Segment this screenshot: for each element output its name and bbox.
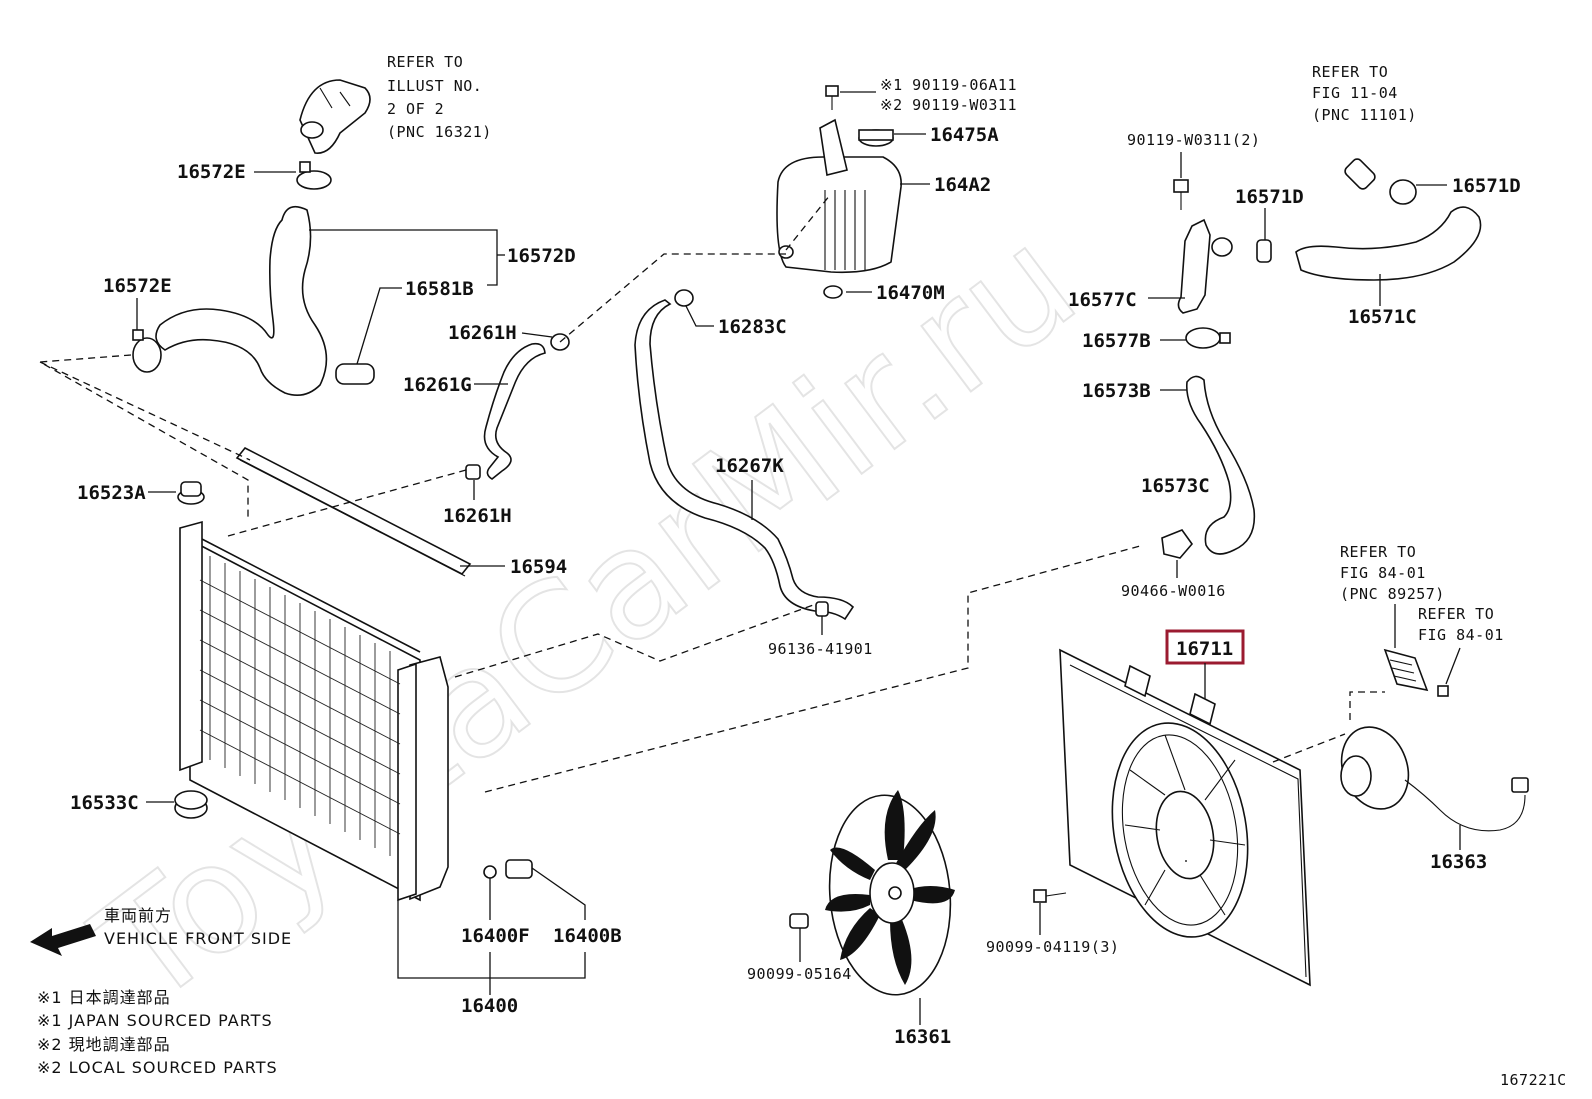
label-96136-41901[interactable]: 96136-41901 <box>768 640 873 658</box>
vehicle-front-arrow <box>30 924 96 956</box>
hose-clamp-top <box>296 161 332 190</box>
bolt-reservoir <box>825 85 839 110</box>
clamp-16261H-bottom <box>465 464 481 480</box>
fan-control-module <box>1383 648 1449 697</box>
label-16577C[interactable]: 16577C <box>1068 289 1137 311</box>
label-16533C[interactable]: 16533C <box>70 792 139 814</box>
drain-plug-illustration <box>483 859 533 879</box>
svg-text:FIG 84-01: FIG 84-01 <box>1340 564 1426 582</box>
svg-text:REFER TO: REFER TO <box>1340 543 1416 561</box>
water-outlet-16577C <box>1177 218 1233 314</box>
label-16573C[interactable]: 16573C <box>1141 475 1210 497</box>
grommet-16470M <box>823 285 843 299</box>
clamp-90466 <box>1161 529 1194 559</box>
label-16581B[interactable]: 16581B <box>405 278 474 300</box>
engine-pipe-stub <box>1344 158 1376 190</box>
svg-text:2 OF 2: 2 OF 2 <box>387 100 444 118</box>
refer-note-fig84-b: REFER TO FIG 84-01 <box>1418 605 1504 644</box>
thermostat-housing-illustration <box>299 79 371 154</box>
front-indicator-en: VEHICLE FRONT SIDE <box>104 929 292 948</box>
reservoir-cap-16475A <box>858 129 894 147</box>
svg-text:REFER TO: REFER TO <box>1312 63 1388 81</box>
front-indicator-jp: 車両前方 <box>104 906 172 925</box>
bolt-90119-W0311 <box>1173 179 1189 210</box>
label-90119-W0311[interactable]: 90119-W0311(2) <box>1127 131 1260 149</box>
radiator-illustration <box>179 446 472 902</box>
label-16400B[interactable]: 16400B <box>553 925 622 947</box>
label-16577B[interactable]: 16577B <box>1082 330 1151 352</box>
svg-text:(PNC 16321): (PNC 16321) <box>387 123 492 141</box>
legend-line-2: ※1 JAPAN SOURCED PARTS <box>37 1011 273 1030</box>
clamp-16283C <box>674 289 694 307</box>
label-16361[interactable]: 16361 <box>894 1026 951 1048</box>
label-16571C[interactable]: 16571C <box>1348 306 1417 328</box>
clamp-16571D-right <box>1389 179 1417 205</box>
svg-text:ILLUST NO.: ILLUST NO. <box>387 77 482 95</box>
clip-96136 <box>815 601 829 617</box>
label-16470M[interactable]: 16470M <box>876 282 945 304</box>
radiator-inlet-hose <box>155 205 328 396</box>
label-16572E-top[interactable]: 16572E <box>177 161 246 183</box>
clamp-16577B <box>1185 327 1231 349</box>
hose-16573B <box>1185 375 1256 555</box>
svg-text:REFER TO: REFER TO <box>1418 605 1494 623</box>
svg-text:REFER TO: REFER TO <box>387 53 463 71</box>
svg-text:※1 90119-06A11: ※1 90119-06A11 <box>880 76 1017 94</box>
svg-text:※2 90119-W0311: ※2 90119-W0311 <box>880 96 1017 114</box>
label-16475A[interactable]: 16475A <box>930 124 999 146</box>
label-16572D[interactable]: 16572D <box>507 245 576 267</box>
radiator-fin-grid <box>199 556 401 856</box>
label-16400F[interactable]: 16400F <box>461 925 530 947</box>
hose-clamp-16581B <box>335 363 375 385</box>
label-90099-05164[interactable]: 90099-05164 <box>747 965 852 983</box>
label-16283C[interactable]: 16283C <box>718 316 787 338</box>
hose-clamp-left <box>132 329 162 373</box>
label-16261G[interactable]: 16261G <box>403 374 472 396</box>
label-16400[interactable]: 16400 <box>461 995 518 1017</box>
reservoir-tank-164A2 <box>776 118 902 274</box>
label-90099-04119[interactable]: 90099-04119(3) <box>986 938 1119 956</box>
label-16594[interactable]: 16594 <box>510 556 567 578</box>
legend: ※1 日本調達部品 ※1 JAPAN SOURCED PARTS ※2 現地調達… <box>37 988 278 1077</box>
label-164A2[interactable]: 164A2 <box>934 174 991 196</box>
refer-note-thermostat: REFER TO ILLUST NO. 2 OF 2 (PNC 16321) <box>387 53 492 141</box>
label-16572E-left[interactable]: 16572E <box>103 275 172 297</box>
bypass-hose-16261G <box>483 342 546 480</box>
nut-90099-05164 <box>789 913 809 929</box>
figure-code: 167221C <box>1500 1071 1567 1089</box>
label-16571D-mid[interactable]: 16571D <box>1235 186 1304 208</box>
label-16267K[interactable]: 16267K <box>715 455 784 477</box>
label-16363[interactable]: 16363 <box>1430 851 1487 873</box>
cooling-fan-16361 <box>825 790 955 996</box>
radiator-cap-16533C <box>174 790 208 819</box>
legend-line-3: ※2 現地調達部品 <box>37 1035 171 1054</box>
svg-text:(PNC 89257): (PNC 89257) <box>1340 585 1445 603</box>
refer-note-engine: REFER TO FIG 11-04 (PNC 11101) <box>1312 63 1417 124</box>
bolt-note: ※1 90119-06A11 ※2 90119-W0311 <box>880 76 1017 114</box>
clamp-16571D-mid <box>1256 239 1272 263</box>
svg-text:(PNC 11101): (PNC 11101) <box>1312 106 1417 124</box>
label-16571D-right[interactable]: 16571D <box>1452 175 1521 197</box>
hose-16571C <box>1295 206 1482 281</box>
refer-note-fig84-a: REFER TO FIG 84-01 (PNC 89257) <box>1340 543 1445 603</box>
svg-text:FIG 84-01: FIG 84-01 <box>1418 626 1504 644</box>
label-16573B[interactable]: 16573B <box>1082 380 1151 402</box>
dashed-connectors <box>37 194 1385 793</box>
bolt-90099-04119 <box>1033 889 1067 903</box>
label-16261H-bottom[interactable]: 16261H <box>443 505 512 527</box>
svg-text:FIG 11-04: FIG 11-04 <box>1312 84 1398 102</box>
fan-shroud-16711 <box>1059 648 1311 987</box>
label-16523A[interactable]: 16523A <box>77 482 146 504</box>
legend-line-4: ※2 LOCAL SOURCED PARTS <box>37 1058 278 1077</box>
label-16261H-top[interactable]: 16261H <box>448 322 517 344</box>
label-16711[interactable]: 16711 <box>1176 638 1233 660</box>
label-90466-W0016[interactable]: 90466-W0016 <box>1121 582 1226 600</box>
reservoir-hose-16267K <box>634 299 855 621</box>
radiator-cushion-16523A <box>177 481 205 505</box>
fan-motor-16363 <box>1340 726 1529 832</box>
legend-line-1: ※1 日本調達部品 <box>37 988 171 1007</box>
